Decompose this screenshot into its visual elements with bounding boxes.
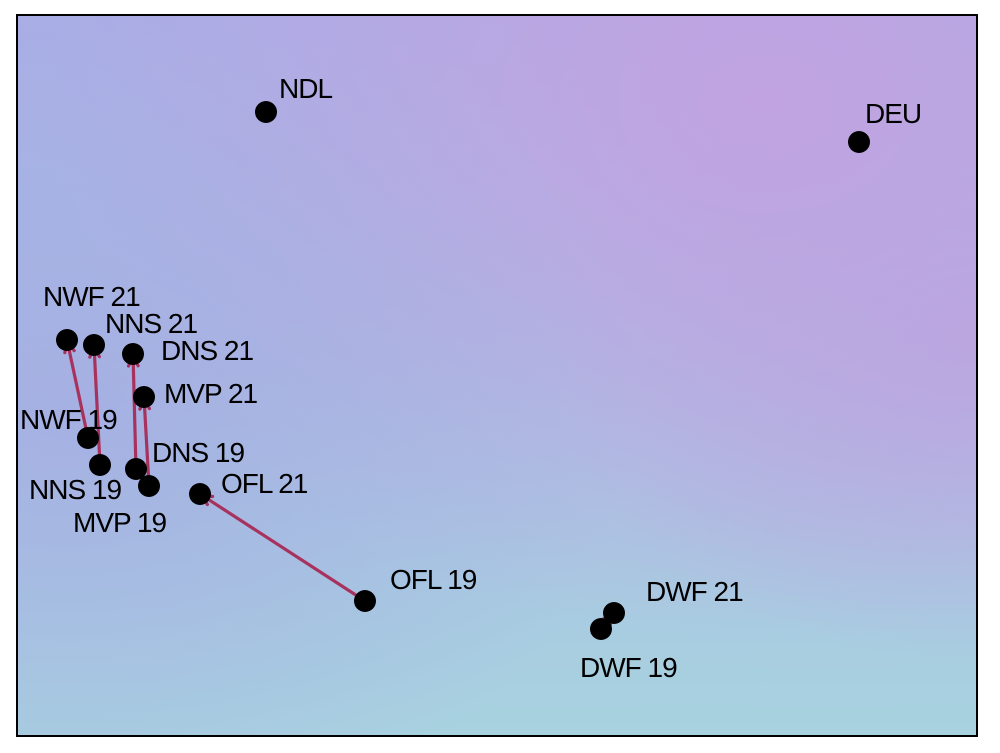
point-markers — [56, 101, 870, 640]
point-label-dns21: DNS 21 — [161, 335, 253, 366]
point-label-deu: DEU — [865, 98, 921, 129]
point-marker-nwf21 — [56, 329, 78, 351]
point-label-ndl: NDL — [279, 73, 332, 104]
point-marker-nns21 — [83, 334, 105, 356]
point-label-mvp19: MVP 19 — [73, 507, 167, 538]
plot-frame — [16, 14, 978, 737]
plot-area — [18, 16, 976, 735]
point-label-mvp21: MVP 21 — [164, 378, 258, 409]
point-label-dns19: DNS 19 — [152, 437, 244, 468]
point-marker-nwf19 — [77, 427, 99, 449]
point-marker-deu — [848, 131, 870, 153]
point-marker-mvp19 — [138, 475, 160, 497]
arrow-shaft — [92, 345, 102, 467]
arrow-shaft — [131, 354, 138, 471]
point-marker-mvp21 — [133, 386, 155, 408]
point-marker-nns19 — [89, 454, 111, 476]
point-label-dwf21: DWF 21 — [646, 576, 743, 607]
point-label-nwf21: NWF 21 — [43, 281, 140, 312]
point-marker-dwf19 — [590, 618, 612, 640]
arrow-shaft — [142, 397, 151, 488]
point-label-nns21: NNS 21 — [105, 308, 197, 339]
point-label-ofl21: OFL 21 — [221, 468, 308, 499]
point-marker-dns21 — [122, 343, 144, 365]
point-marker-dns19 — [125, 458, 147, 480]
arrow-shaft — [65, 340, 90, 440]
arrow-shaft — [200, 493, 367, 603]
background-blue-left — [18, 16, 976, 735]
point-label-nwf19: NWF 19 — [20, 404, 117, 435]
point-marker-ofl19 — [354, 590, 376, 612]
point-label-nns19: NNS 19 — [29, 474, 121, 505]
point-marker-dwf21 — [603, 602, 625, 624]
point-label-ofl19: OFL 19 — [390, 564, 477, 595]
point-marker-ofl21 — [189, 483, 211, 505]
point-marker-ndl — [255, 101, 277, 123]
point-label-dwf19: DWF 19 — [580, 652, 677, 683]
